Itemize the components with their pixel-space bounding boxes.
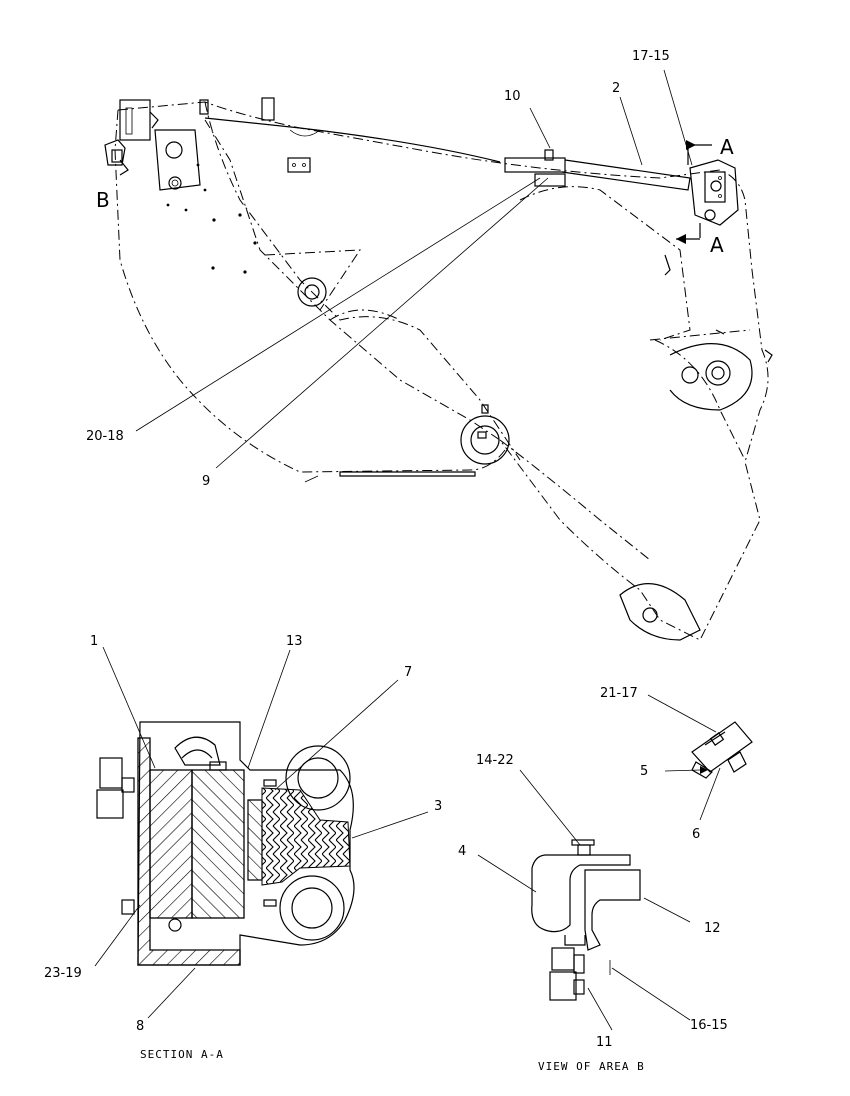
callout-14-22: 14-22 [476,753,514,768]
boom-assembly [104,97,773,641]
leader-lines-section [94,646,429,1019]
leader-lines-detail [477,694,721,1031]
callout-b: B [96,188,110,212]
caption-section-a-a: SECTION A-A [140,1048,224,1061]
callout-a-top: A [720,135,734,159]
clamp-detail [691,721,753,779]
callout-6: 6 [692,827,700,842]
callout-9: 9 [202,474,210,489]
callout-8: 8 [136,1019,144,1034]
callout-labels: 17-15 2 10 A A B 20-18 9 1 13 7 3 23-19 … [44,49,734,1073]
section-a-a [96,721,355,966]
callout-4: 4 [458,844,466,859]
callout-21-17: 21-17 [600,686,638,701]
callout-2: 2 [612,81,620,96]
callout-3: 3 [434,799,442,814]
view-area-b [531,839,641,1001]
callout-12: 12 [704,921,721,936]
callout-17-15: 17-15 [632,49,670,64]
callout-7: 7 [404,665,412,680]
callout-a-bottom: A [710,233,724,257]
callout-13: 13 [286,634,303,649]
callout-16-15: 16-15 [690,1018,728,1033]
callout-11: 11 [596,1035,613,1050]
callout-10: 10 [504,89,521,104]
callout-20-18: 20-18 [86,429,124,444]
caption-view-area-b: VIEW OF AREA B [538,1060,645,1073]
callout-1: 1 [90,634,98,649]
leader-lines-main [135,69,693,469]
callout-5: 5 [640,764,648,779]
callout-23-19: 23-19 [44,966,82,981]
